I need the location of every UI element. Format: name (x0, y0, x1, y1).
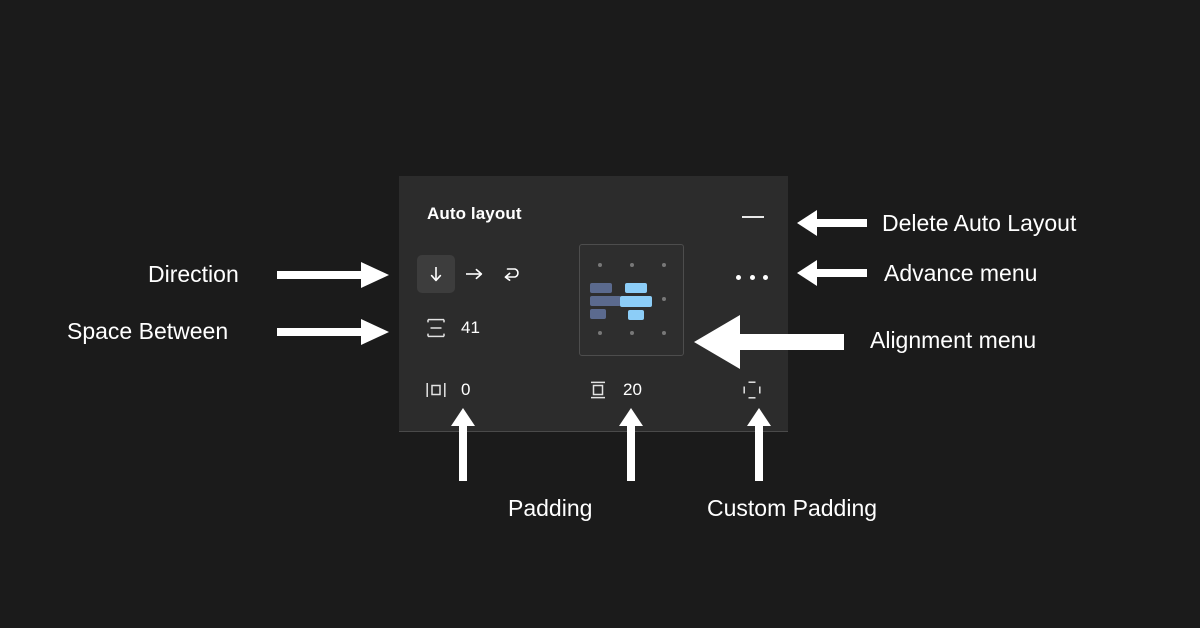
alignment-dot (598, 331, 602, 335)
alignment-bar-dim (590, 309, 606, 319)
annotation-label-delete: Delete Auto Layout (882, 210, 1077, 236)
ellipsis-dot (749, 274, 755, 280)
space-between-control: 41 (417, 310, 480, 346)
annotation-arrow-delete (797, 206, 867, 245)
alignment-bar-active (620, 296, 652, 307)
vertical-padding-icon[interactable] (579, 372, 617, 408)
minus-icon[interactable] (740, 208, 766, 226)
annotation-label-space-between: Space Between (67, 318, 229, 344)
auto-layout-panel: Auto layout (399, 176, 788, 432)
alignment-bar-dim (590, 296, 621, 306)
alignment-grid-icon[interactable] (579, 244, 684, 356)
annotation-label-alignment-menu: Alignment menu (870, 327, 1037, 353)
padding-control-group: 0 20 (417, 372, 770, 408)
alignment-dot (598, 263, 602, 267)
direction-wrap-button[interactable] (493, 255, 531, 293)
custom-padding-icon[interactable] (733, 372, 771, 408)
annotation-arrow-alignment-menu (692, 312, 844, 377)
alignment-dot (662, 263, 666, 267)
alignment-dot (630, 331, 634, 335)
annotation-arrow-advance-menu (797, 256, 867, 295)
wrap-arrow-icon (501, 264, 523, 284)
ellipsis-dot (736, 274, 741, 280)
space-between-value[interactable]: 41 (461, 318, 480, 337)
direction-horizontal-button[interactable] (455, 255, 493, 293)
alignment-dot (630, 263, 634, 267)
annotation-arrow-custom-padding (745, 408, 773, 486)
arrow-right-icon (463, 264, 485, 284)
alignment-dot (662, 297, 666, 301)
annotation-label-direction: Direction (148, 261, 239, 287)
annotation-arrow-padding-vertical (617, 408, 645, 486)
alignment-dot (662, 331, 666, 335)
panel-title: Auto layout (427, 204, 522, 223)
annotation-arrow-padding-horizontal (449, 408, 477, 486)
alignment-bar-active (625, 283, 647, 293)
space-between-vertical-icon[interactable] (417, 310, 455, 346)
horizontal-padding-value[interactable]: 0 (461, 380, 471, 399)
vertical-padding-control: 20 (579, 372, 642, 408)
horizontal-padding-icon[interactable] (417, 372, 455, 408)
annotation-arrow-space-between (277, 315, 390, 354)
alignment-bar-active (628, 310, 644, 320)
custom-padding-control (733, 372, 771, 408)
ellipsis-icon[interactable] (736, 268, 768, 286)
annotation-arrow-direction (277, 258, 390, 297)
alignment-bar-dim (590, 283, 612, 293)
ellipsis-dot (763, 274, 768, 280)
minus-icon-bar (742, 216, 764, 218)
horizontal-padding-control: 0 (417, 372, 470, 408)
arrow-down-icon (426, 264, 446, 284)
annotation-label-advance-menu: Advance menu (884, 260, 1038, 286)
annotation-label-padding: Padding (508, 495, 593, 521)
direction-control-group (417, 255, 531, 293)
annotation-label-custom-padding: Custom Padding (707, 495, 878, 521)
panel-divider (399, 431, 788, 432)
vertical-padding-value[interactable]: 20 (623, 380, 642, 399)
direction-vertical-button[interactable] (417, 255, 455, 293)
